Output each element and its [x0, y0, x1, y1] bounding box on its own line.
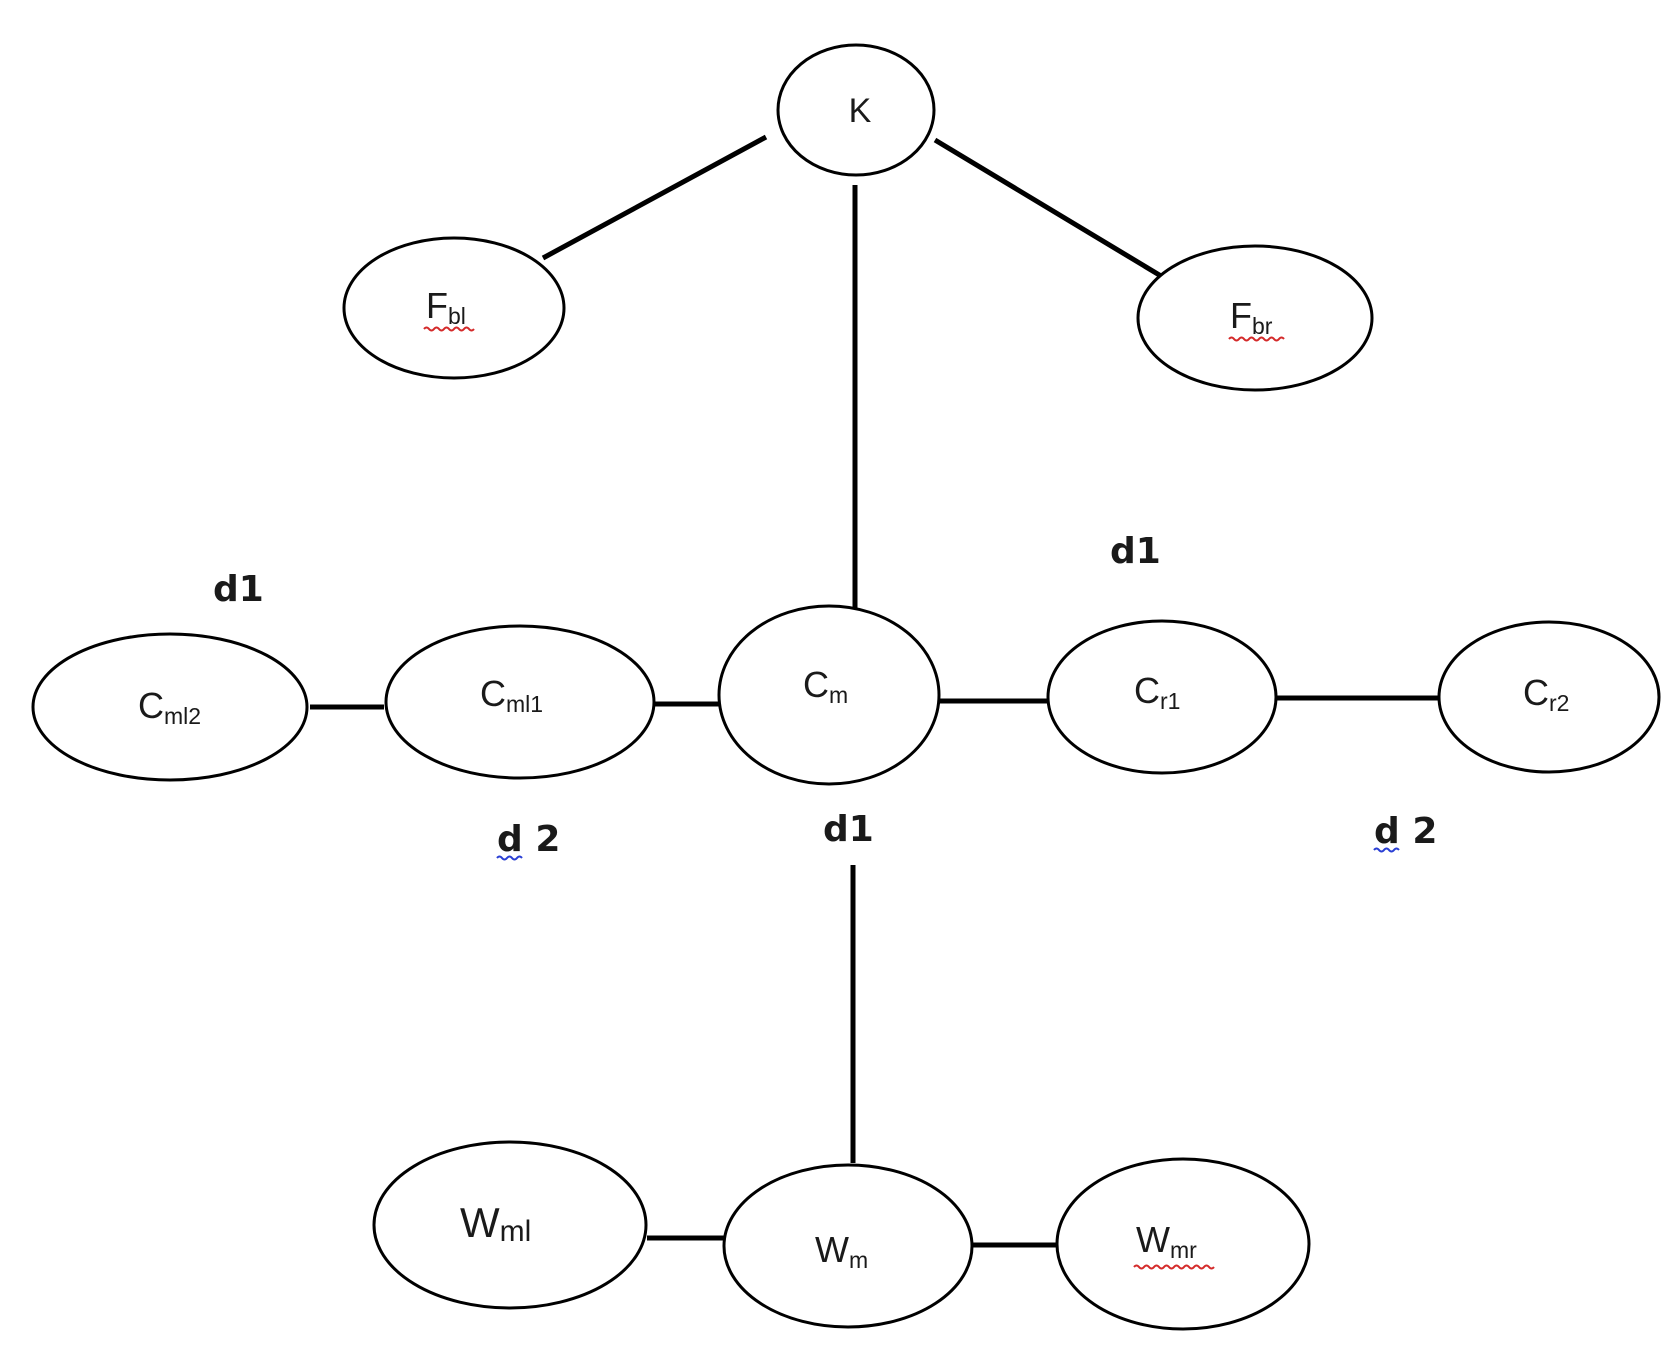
- node-cml2-main: C: [138, 685, 164, 726]
- label-left-d2: d 2: [497, 819, 560, 860]
- label-right-d2: d 2: [1374, 811, 1437, 852]
- node-cm-label: Cm: [803, 664, 848, 708]
- node-fbl: Fbl: [342, 236, 566, 380]
- node-cm-main: C: [803, 664, 829, 705]
- node-wml-main: W: [460, 1199, 500, 1246]
- node-wmr-shape: [1055, 1157, 1311, 1331]
- label-right-d2-rest: 2: [1400, 811, 1438, 852]
- node-wmr: Wmr: [1055, 1157, 1311, 1331]
- node-fbr: Fbr: [1136, 244, 1374, 392]
- label-right-d2-d: d: [1374, 811, 1400, 852]
- node-cml2-sub: ml2: [164, 703, 201, 729]
- node-fbl-label: Fbl: [426, 285, 466, 329]
- node-k-shape: [776, 43, 936, 177]
- label-center-d1: d1: [823, 809, 874, 850]
- node-cml1: Cml1: [384, 624, 656, 780]
- node-fbr-main: F: [1230, 295, 1252, 336]
- node-fbl-sub: bl: [448, 303, 466, 329]
- node-wmr-sub: mr: [1170, 1237, 1197, 1263]
- node-wm-shape: [722, 1163, 974, 1329]
- node-k: K: [776, 43, 936, 177]
- edge-k-fbl: [541, 134, 768, 261]
- label-left-d2-grammar-underline: [496, 855, 523, 861]
- label-left-d1: d1: [213, 569, 264, 610]
- edge-k-fbr: [933, 137, 1168, 282]
- node-cr2: Cr2: [1437, 620, 1661, 774]
- node-cr1-label: Cr1: [1134, 670, 1180, 714]
- node-cml2-shape: [31, 632, 309, 782]
- label-left-d2-d: d: [497, 819, 523, 860]
- node-cml2: Cml2: [31, 632, 309, 782]
- node-cml2-label: Cml2: [138, 685, 201, 729]
- node-fbr-shape: [1136, 244, 1374, 392]
- node-cr1: Cr1: [1046, 619, 1278, 775]
- node-wml-sub: ml: [500, 1215, 532, 1248]
- node-cr1-shape: [1046, 619, 1278, 775]
- node-fbr-spellcheck-underline: [1228, 336, 1285, 342]
- node-cr2-main: C: [1523, 672, 1549, 713]
- node-fbr-sub: br: [1252, 313, 1273, 339]
- node-cml1-sub: ml1: [506, 691, 543, 717]
- node-wm-label: Wm: [815, 1229, 868, 1273]
- label-left-d2-rest: 2: [523, 819, 561, 860]
- node-cr2-label: Cr2: [1523, 672, 1569, 716]
- node-wml-label: Wml: [460, 1199, 531, 1248]
- node-cm-shape: [717, 604, 941, 786]
- node-fbl-shape: [342, 236, 566, 380]
- node-cml1-label: Cml1: [480, 673, 543, 717]
- node-cr1-sub: r1: [1160, 688, 1180, 714]
- node-wml: Wml: [372, 1140, 648, 1310]
- edge-labels: d1 d1 d 2 d1 d 2: [213, 531, 1437, 861]
- label-right-d1: d1: [1110, 531, 1161, 572]
- node-wml-shape: [372, 1140, 648, 1310]
- node-wm-main: W: [815, 1229, 849, 1270]
- node-cr1-main: C: [1134, 670, 1160, 711]
- label-right-d2-grammar-underline: [1373, 847, 1400, 853]
- node-cm-sub: m: [829, 682, 848, 708]
- node-cr2-sub: r2: [1549, 690, 1569, 716]
- node-fbl-spellcheck-underline: [423, 326, 475, 332]
- node-cml1-shape: [384, 624, 656, 780]
- node-wmr-spellcheck-underline: [1133, 1264, 1215, 1270]
- node-k-label: K: [849, 92, 872, 130]
- node-wmr-label: Wmr: [1136, 1219, 1197, 1263]
- node-wmr-main: W: [1136, 1219, 1170, 1260]
- node-cml1-main: C: [480, 673, 506, 714]
- node-cm: Cm: [717, 604, 941, 786]
- node-fbl-main: F: [426, 285, 448, 326]
- node-fbr-label: Fbr: [1230, 295, 1273, 339]
- node-wm: Wm: [722, 1163, 974, 1329]
- node-cr2-shape: [1437, 620, 1661, 774]
- edges: [310, 134, 1440, 1248]
- node-wm-sub: m: [849, 1247, 868, 1273]
